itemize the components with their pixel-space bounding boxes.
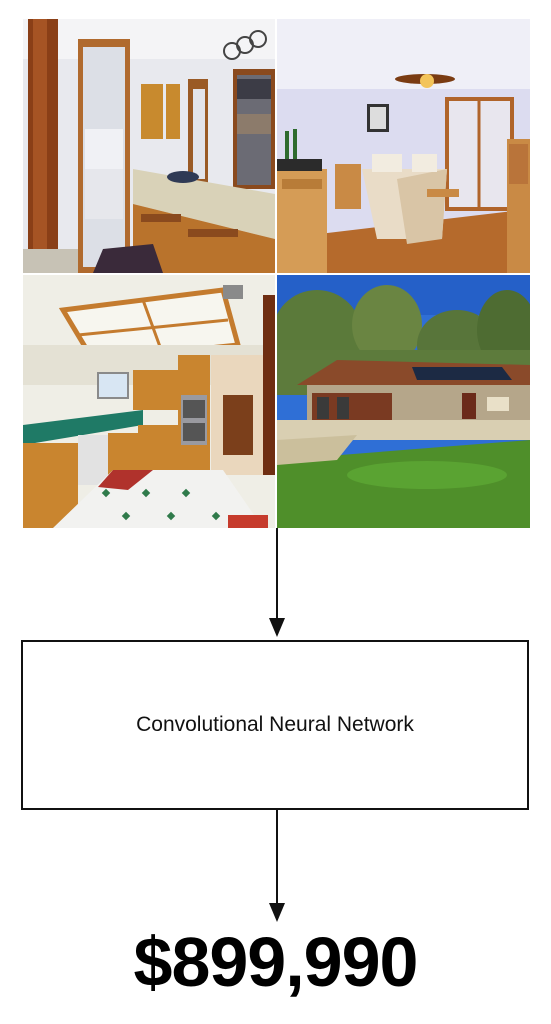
photo-kitchen — [23, 275, 275, 528]
photo-bathroom — [23, 19, 275, 273]
photo-grid — [23, 19, 530, 528]
arrow-to-cnn — [269, 618, 285, 637]
arrow-to-price — [269, 903, 285, 922]
cnn-box: Convolutional Neural Network — [21, 640, 529, 810]
photo-bedroom — [277, 19, 530, 273]
photo-house-exterior — [277, 275, 530, 528]
predicted-price: $899,990 — [133, 923, 419, 1001]
cnn-label: Convolutional Neural Network — [136, 713, 414, 736]
